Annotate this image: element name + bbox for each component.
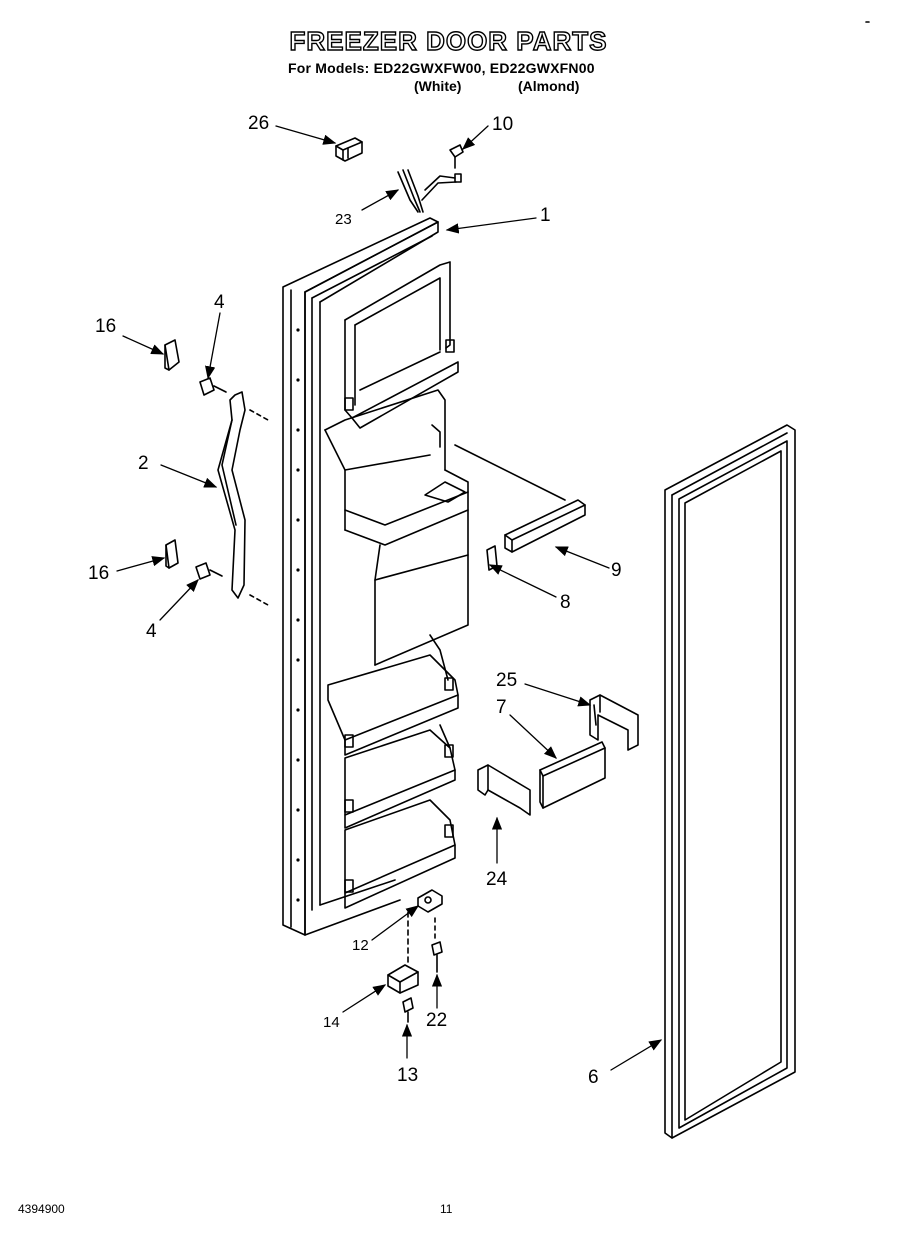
- callout-22: 22: [426, 1010, 448, 1031]
- callout-2: 2: [138, 453, 149, 474]
- part-23-wire-harness: [397, 169, 462, 213]
- callout-8: 8: [560, 592, 571, 613]
- callout-12: 12: [352, 937, 369, 954]
- variant-almond: (Almond): [518, 78, 580, 94]
- upper-shelf-bin: [344, 261, 459, 429]
- dispenser-recess: [324, 389, 469, 666]
- callout-7: 7: [496, 697, 507, 718]
- page-title: FREEZER DOOR PARTS: [289, 25, 608, 56]
- callout-6: 6: [588, 1067, 599, 1088]
- part-10-clip: [449, 144, 464, 169]
- page-number: 11: [440, 1202, 453, 1216]
- models-line: For Models: ED22GWXFW00, ED22GWXFN00: [288, 60, 595, 76]
- part-7-rail: [539, 741, 606, 809]
- door-panel: [282, 217, 439, 936]
- callout-16-top: 16: [95, 316, 117, 337]
- callout-16-bottom: 16: [88, 563, 110, 584]
- callout-13: 13: [397, 1065, 419, 1086]
- lower-shelf-bins: [327, 634, 459, 909]
- callout-10: 10: [492, 114, 514, 135]
- part-24-endcap: [477, 764, 531, 816]
- callout-26: 26: [248, 113, 270, 134]
- callout-23: 23: [335, 211, 352, 228]
- callout-9: 9: [611, 560, 622, 581]
- part-13-screw: [402, 997, 414, 1023]
- part-9-trim: [454, 444, 586, 553]
- callout-1: 1: [540, 205, 551, 226]
- part-number: 4394900: [18, 1202, 65, 1216]
- callout-25: 25: [496, 670, 518, 691]
- callout-24: 24: [486, 869, 508, 890]
- part-6-gasket: [664, 424, 796, 1139]
- variant-white: (White): [414, 78, 462, 94]
- part-22-screw: [431, 941, 443, 973]
- flange-holes: [296, 328, 300, 902]
- callout-14: 14: [323, 1014, 340, 1031]
- callout-4-bottom: 4: [146, 621, 157, 642]
- part-25-bracket: [589, 694, 639, 751]
- part-16-caps: [164, 339, 180, 569]
- callout-4-top: 4: [214, 292, 225, 313]
- part-2-handle: [217, 391, 269, 606]
- part-14-block: [387, 964, 419, 994]
- leader-lines: [116, 125, 663, 1071]
- part-26-connector: [335, 137, 363, 162]
- part-4-screws: [195, 377, 227, 580]
